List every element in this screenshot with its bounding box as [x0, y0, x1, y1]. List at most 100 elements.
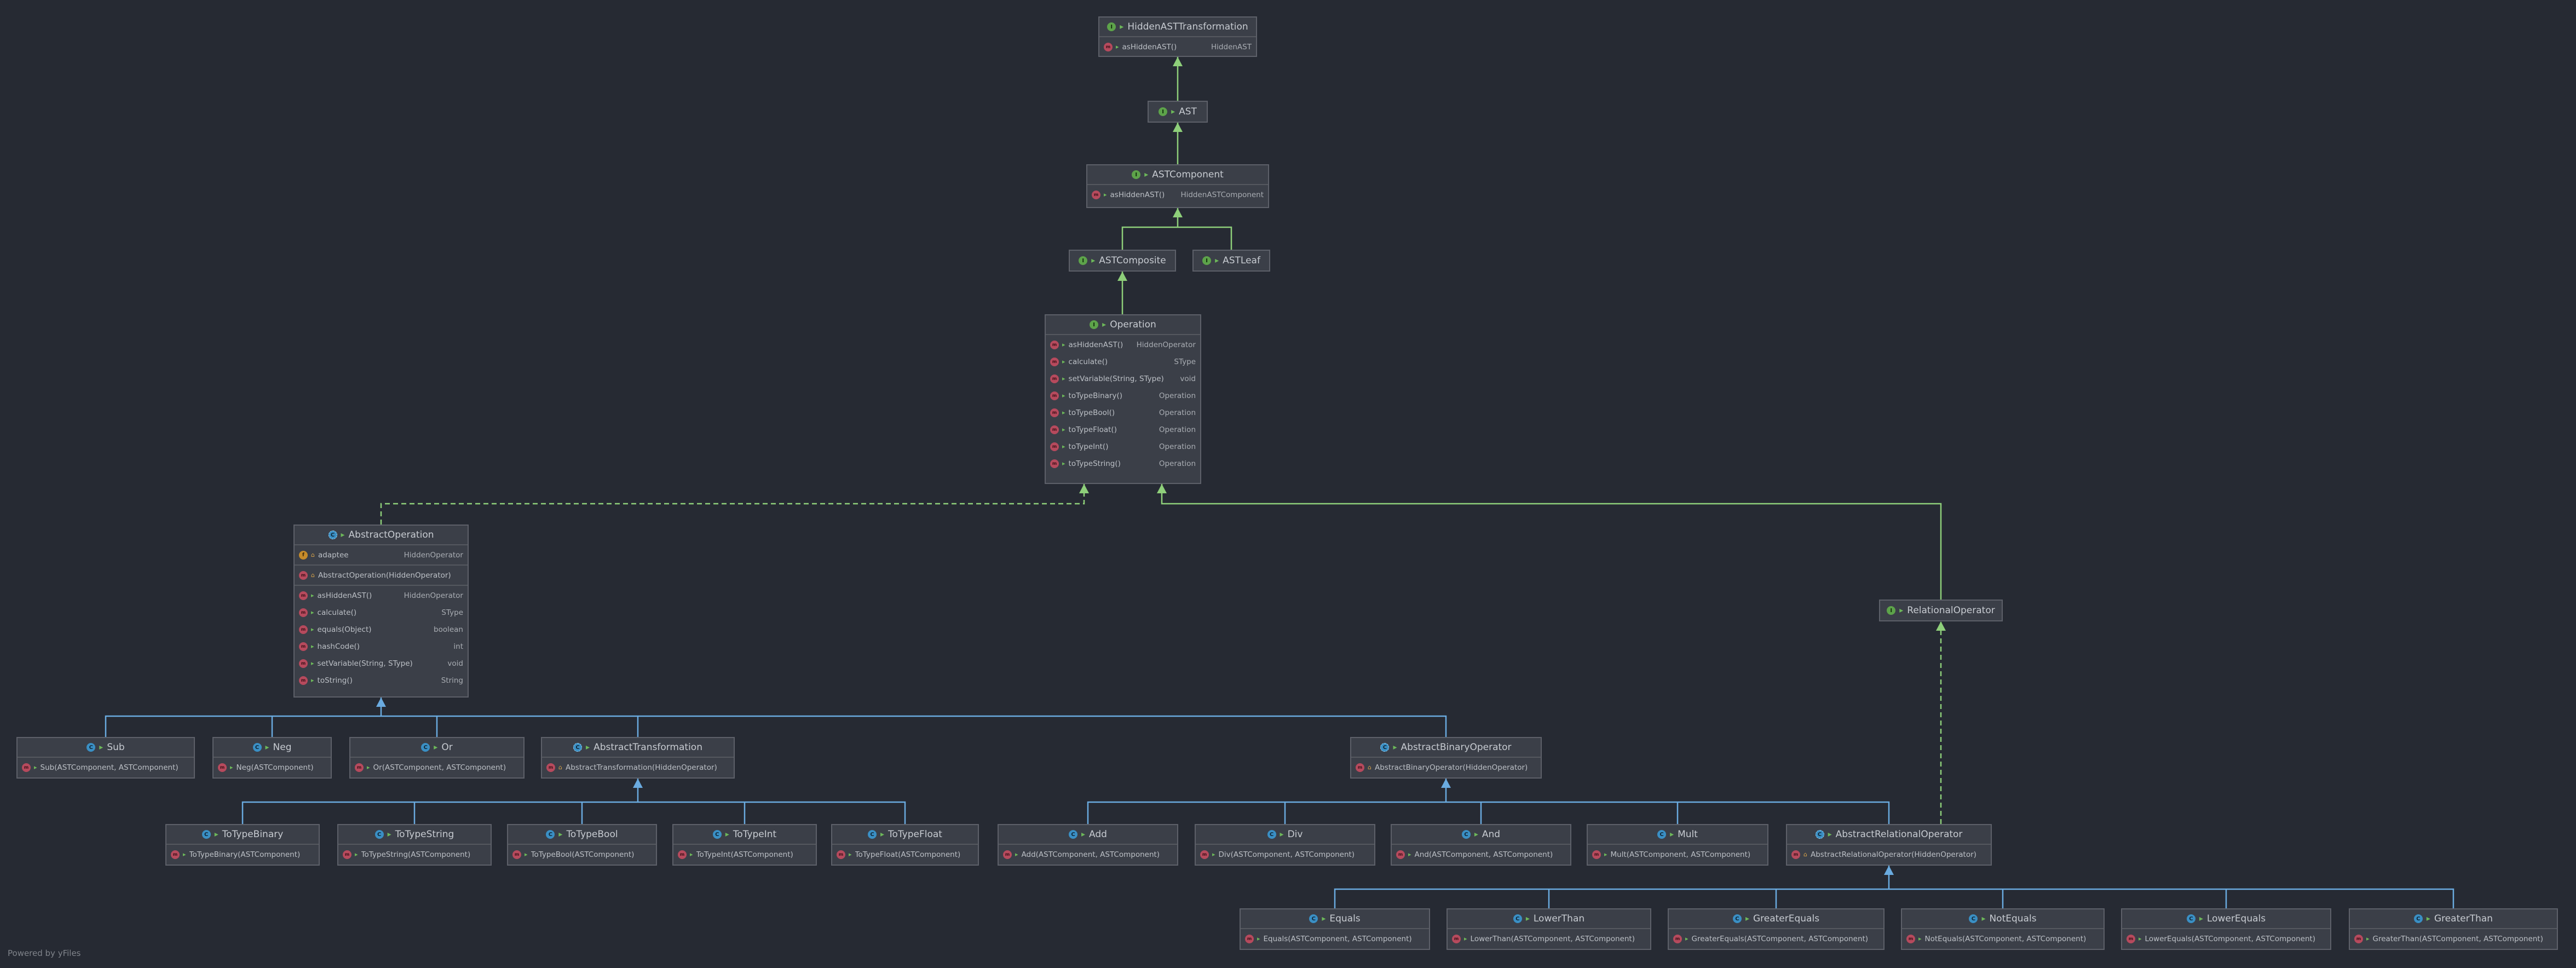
public-visibility-icon: ▸ — [1322, 914, 1326, 923]
method-icon: m — [512, 850, 521, 859]
member-signature: asHiddenAST() — [1122, 42, 1177, 51]
public-visibility-icon: ▸ — [311, 592, 314, 599]
node-name: GreaterThan — [2434, 913, 2493, 924]
method-row[interactable]: m▸asHiddenAST()HiddenAST — [1099, 38, 1256, 55]
method-row[interactable]: m⌂AbstractTransformation(HiddenOperator) — [542, 759, 734, 776]
method-row[interactable]: m▸ToTypeInt(ASTComponent) — [673, 846, 816, 863]
method-row[interactable]: m▸LowerEquals(ASTComponent, ASTComponent… — [2122, 930, 2330, 947]
abstract-class-icon: C — [1815, 830, 1824, 839]
method-row[interactable]: m▸calculate()SType — [295, 604, 468, 621]
method-row[interactable]: m▸ToTypeBool(ASTComponent) — [508, 846, 656, 863]
method-icon: m — [299, 571, 308, 580]
node-name: AbstractOperation — [348, 529, 434, 540]
method-row[interactable]: m▸Add(ASTComponent, ASTComponent) — [999, 846, 1177, 863]
method-icon: m — [22, 763, 31, 772]
node-name: ASTComponent — [1152, 169, 1224, 180]
yfiles-credit: Powered by yFiles — [8, 948, 81, 958]
method-icon: m — [299, 676, 308, 685]
uml-node-ast-composite[interactable]: I▸ASTComposite — [1069, 250, 1176, 272]
uml-node-ast-leaf[interactable]: I▸ASTLeaf — [1192, 250, 1270, 272]
method-row[interactable]: m▸setVariable(String, SType)void — [295, 655, 468, 672]
member-section: m▸Equals(ASTComponent, ASTComponent) — [1241, 929, 1429, 948]
method-row[interactable]: m▸Div(ASTComponent, ASTComponent) — [1196, 846, 1374, 863]
method-row[interactable]: m▸Or(ASTComponent, ASTComponent) — [350, 759, 523, 776]
method-row[interactable]: m▸And(ASTComponent, ASTComponent) — [1392, 846, 1570, 863]
method-row[interactable]: m▸toTypeString()Operation — [1046, 455, 1200, 472]
member-signature: GreaterEquals(ASTComponent, ASTComponent… — [1691, 934, 1869, 943]
method-row[interactable]: m▸toString()String — [295, 672, 468, 689]
method-icon: m — [299, 642, 308, 651]
method-row[interactable]: m▸asHiddenAST()HiddenASTComponent — [1087, 186, 1268, 203]
class-icon: C — [1657, 830, 1667, 839]
method-row[interactable]: m▸setVariable(String, SType)void — [1046, 370, 1200, 387]
method-row[interactable]: m▸asHiddenAST()HiddenOperator — [295, 587, 468, 604]
method-row[interactable]: m▸ToTypeBinary(ASTComponent) — [166, 846, 319, 863]
member-section: m▸Or(ASTComponent, ASTComponent) — [350, 758, 523, 777]
method-icon: m — [1050, 374, 1059, 383]
method-row[interactable]: m▸asHiddenAST()HiddenOperator — [1046, 336, 1200, 353]
method-row[interactable]: m▸calculate()SType — [1046, 353, 1200, 370]
member-section: m▸And(ASTComponent, ASTComponent) — [1392, 845, 1570, 864]
public-visibility-icon: ▸ — [1981, 914, 1986, 923]
method-row[interactable]: m⌂AbstractBinaryOperator(HiddenOperator) — [1351, 759, 1541, 776]
method-row[interactable]: m▸GreaterEquals(ASTComponent, ASTCompone… — [1669, 930, 1883, 947]
uml-node-relational-operator[interactable]: I▸RelationalOperator — [1879, 600, 2003, 621]
method-row[interactable]: m▸Mult(ASTComponent, ASTComponent) — [1588, 846, 1767, 863]
method-row[interactable]: m▸GreaterThan(ASTComponent, ASTComponent… — [2350, 930, 2557, 947]
method-row[interactable]: m▸toTypeBool()Operation — [1046, 404, 1200, 421]
method-row[interactable]: m▸Sub(ASTComponent, ASTComponent) — [18, 759, 194, 776]
method-row[interactable]: m▸toTypeFloat()Operation — [1046, 421, 1200, 438]
uml-node-ast[interactable]: I▸AST — [1148, 101, 1208, 123]
method-row[interactable]: m▸Equals(ASTComponent, ASTComponent) — [1241, 930, 1429, 947]
member-section: m▸asHiddenAST()HiddenASTComponent — [1087, 185, 1268, 204]
member-section: m▸LowerThan(ASTComponent, ASTComponent) — [1448, 929, 1650, 948]
method-row[interactable]: m▸toTypeBinary()Operation — [1046, 387, 1200, 404]
protected-lock-icon: ⌂ — [311, 551, 315, 558]
member-signature: AbstractRelationalOperator(HiddenOperato… — [1810, 850, 1976, 859]
method-row[interactable]: m▸ToTypeFloat(ASTComponent) — [832, 846, 978, 863]
extends-bus-abstract-relational — [1334, 888, 2454, 908]
method-row[interactable]: m▸equals(Object)boolean — [295, 621, 468, 638]
method-row[interactable]: m⌂AbstractRelationalOperator(HiddenOpera… — [1787, 846, 1991, 863]
method-row[interactable]: m⌂AbstractOperation(HiddenOperator) — [295, 567, 468, 584]
member-signature: Add(ASTComponent, ASTComponent) — [1021, 850, 1160, 859]
method-row[interactable]: m▸hashCode()int — [295, 638, 468, 655]
method-row[interactable]: m▸Neg(ASTComponent) — [214, 759, 331, 776]
public-visibility-icon: ▸ — [311, 626, 314, 633]
method-row[interactable]: m▸toTypeInt()Operation — [1046, 438, 1200, 455]
method-row[interactable]: m▸ToTypeString(ASTComponent) — [338, 846, 491, 863]
method-row[interactable]: m▸NotEquals(ASTComponent, ASTComponent) — [1902, 930, 2104, 947]
member-section: m▸NotEquals(ASTComponent, ASTComponent) — [1902, 929, 2104, 948]
method-row[interactable]: m▸LowerThan(ASTComponent, ASTComponent) — [1448, 930, 1650, 947]
public-visibility-icon: ▸ — [1212, 851, 1215, 858]
node-name: RelationalOperator — [1907, 605, 1995, 616]
method-icon: m — [1104, 42, 1113, 51]
node-name: AbstractBinaryOperator — [1401, 742, 1512, 753]
